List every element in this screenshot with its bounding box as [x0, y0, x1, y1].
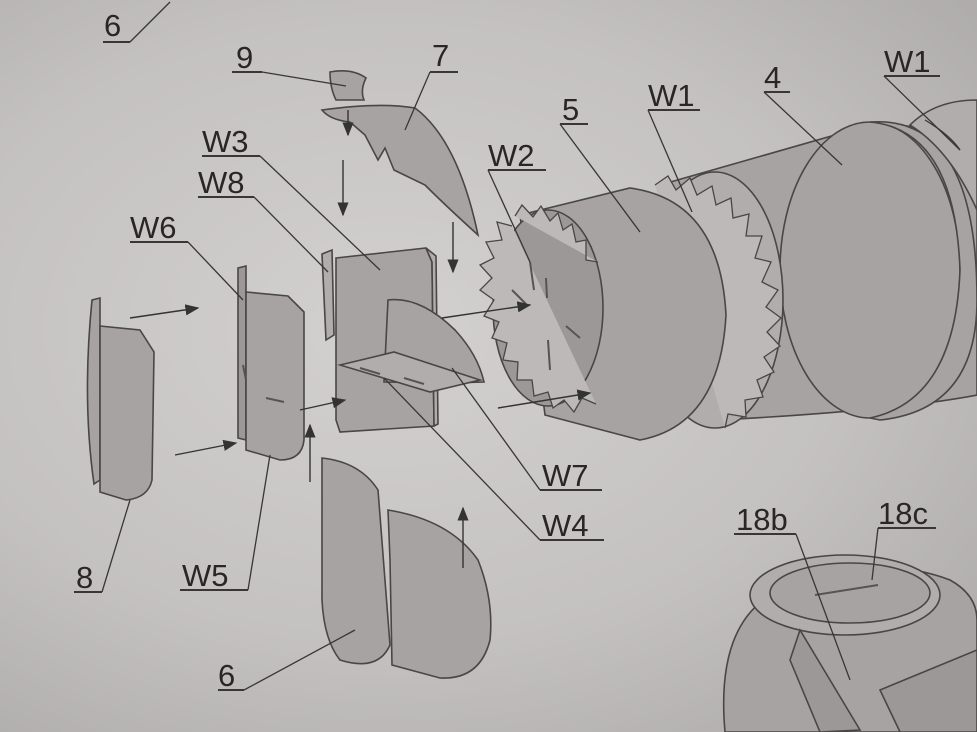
- label-part-9: 9: [236, 40, 254, 75]
- label-part-w5: W5: [182, 558, 229, 593]
- label-part-5: 5: [562, 92, 580, 127]
- assembly-arrows: [129, 110, 592, 568]
- part-7-canopy: [320, 104, 480, 238]
- label-part-7: 7: [432, 38, 450, 73]
- label-part-w3: W3: [202, 124, 249, 159]
- part-5-intake-cylinder: [478, 187, 727, 441]
- part-w6-panel: [237, 264, 305, 461]
- part-18-dome: [722, 554, 977, 732]
- label-part-w2: W2: [488, 138, 535, 173]
- label-part-6-bottom: 6: [218, 658, 236, 693]
- label-part-6-top: 6: [104, 8, 122, 43]
- label-part-w1-middle: W1: [648, 78, 695, 113]
- part-w4-plate: [336, 351, 483, 393]
- part-9: [329, 70, 368, 101]
- label-part-8: 8: [76, 560, 94, 595]
- label-part-w8: W8: [198, 165, 245, 200]
- label-part-w7: W7: [542, 458, 589, 493]
- label-part-4: 4: [764, 60, 782, 95]
- label-part-w1-right: W1: [884, 44, 931, 79]
- label-part-w4: W4: [542, 508, 589, 543]
- part-8-cowling: [86, 296, 155, 501]
- label-part-w6: W6: [130, 210, 177, 245]
- label-part-18c: 18c: [878, 496, 928, 531]
- label-part-18b: 18b: [736, 502, 788, 537]
- leader-lines: [74, 1, 961, 691]
- part-6-panels: [321, 457, 492, 679]
